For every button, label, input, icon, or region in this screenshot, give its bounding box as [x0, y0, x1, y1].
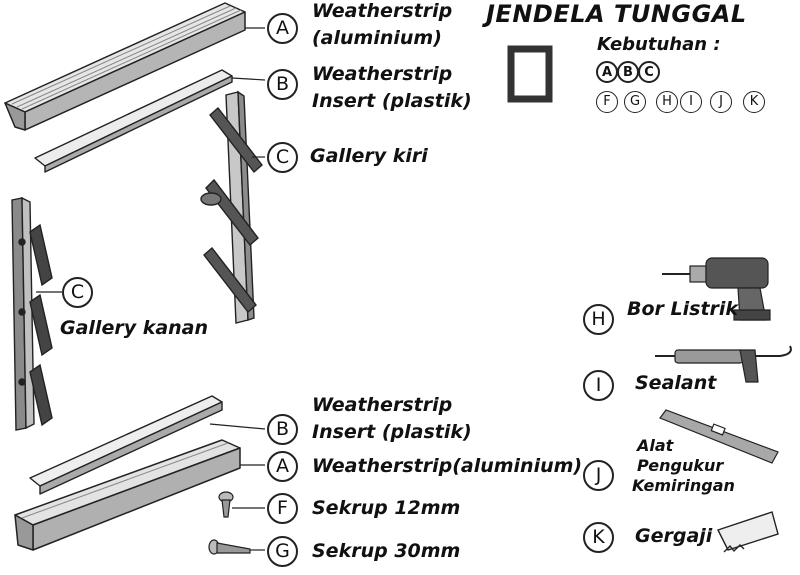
leader-lines [36, 27, 266, 551]
window-icon [507, 45, 553, 103]
label-pengukur: Pengukur [637, 456, 724, 475]
label-sekrup-30mm: Sekrup 30mm [312, 540, 461, 562]
gallery-kiri [200, 90, 263, 324]
callout-f: F [267, 493, 298, 524]
gallery-kanan [11, 196, 53, 431]
page-title: JENDELA TUNGGAL [486, 0, 747, 28]
label-b-top-line2: Insert (plastik) [312, 90, 472, 112]
req-badge-b: B [617, 61, 639, 83]
screw-12mm [218, 491, 234, 518]
callout-b-bottom: B [267, 414, 298, 445]
weatherstrip-insert-bottom [29, 395, 223, 495]
label-b-bottom-line1: Weatherstrip [312, 394, 453, 416]
req-badge-i: I [680, 91, 702, 113]
label-gallery-kiri: Gallery kiri [310, 145, 428, 167]
req-badge-h: H [656, 91, 678, 113]
callout-c-kanan: C [62, 277, 93, 308]
weatherstrip-aluminium-top [4, 2, 246, 131]
callout-g: G [267, 536, 298, 567]
callout-h: H [583, 304, 614, 335]
weatherstrip-aluminium-bottom [14, 439, 241, 551]
req-badge-k: K [743, 91, 765, 113]
req-badge-a: A [596, 61, 618, 83]
callout-j: J [583, 460, 614, 491]
sealant-gun-icon [655, 345, 792, 383]
callout-a-bottom: A [267, 451, 298, 482]
req-badge-g: G [624, 91, 646, 113]
label-a-top-line2: (aluminium) [312, 27, 442, 49]
weatherstrip-insert-top [34, 69, 233, 173]
callout-i: I [583, 370, 614, 401]
label-a-bottom: Weatherstrip(aluminium) [312, 455, 583, 477]
label-a-top-line1: Weatherstrip [312, 0, 453, 22]
label-b-top-line1: Weatherstrip [312, 63, 453, 85]
label-alat: Alat [637, 436, 674, 455]
req-badge-f: F [596, 91, 618, 113]
saw-icon [717, 511, 779, 553]
drill-icon [662, 257, 771, 321]
level-tool-icon [659, 409, 779, 464]
screw-30mm [208, 539, 251, 555]
label-sealant: Sealant [635, 372, 717, 394]
req-badge-j: J [710, 91, 732, 113]
callout-c-kiri: C [267, 142, 298, 173]
label-kemiringan: Kemiringan [632, 476, 735, 495]
callout-k: K [583, 522, 614, 553]
requirements-heading: Kebutuhan : [597, 34, 721, 55]
label-b-bottom-line2: Insert (plastik) [312, 421, 472, 443]
callout-b-top: B [267, 69, 298, 100]
label-bor-listrik: Bor Listrik [627, 298, 739, 320]
req-badge-c: C [638, 61, 660, 83]
callout-a-top: A [267, 13, 298, 44]
label-gergaji: Gergaji [635, 525, 713, 547]
label-sekrup-12mm: Sekrup 12mm [312, 497, 461, 519]
label-gallery-kanan: Gallery kanan [60, 317, 209, 339]
